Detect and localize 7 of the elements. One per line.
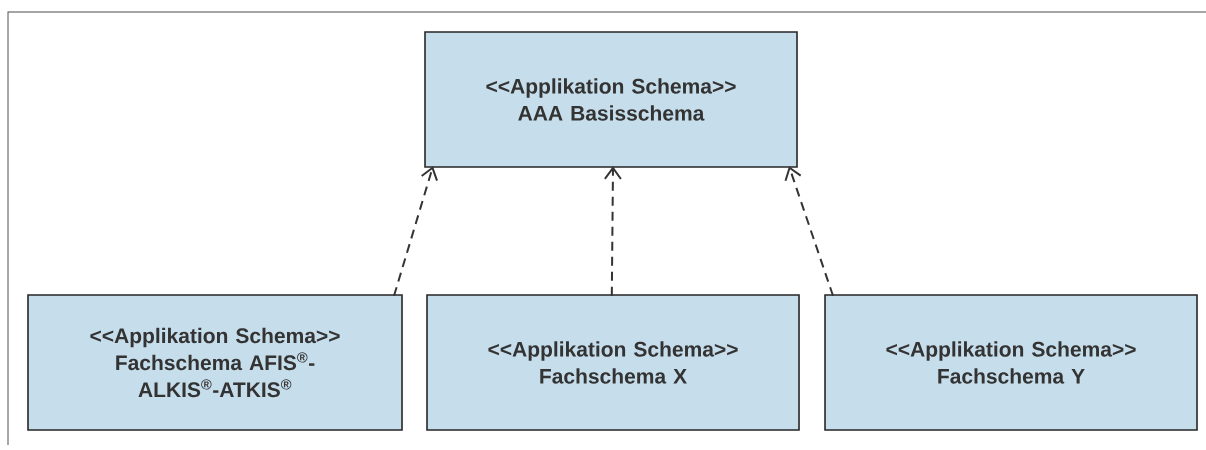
class-box: <<Applikation Schema>> Fachschema Y: [824, 294, 1198, 431]
class-box: <<Applikation Schema>> AAA Basisschema: [424, 31, 798, 168]
dependency-arrow: [393, 166, 438, 297]
dependency-arrow: [784, 166, 834, 297]
class-box: <<Applikation Schema>> Fachschema X: [426, 294, 800, 431]
dependency-arrow: [603, 166, 622, 297]
class-box: <<Applikation Schema>> Fachschema AFIS$^{®}$-ALKIS$^{®}$-ATKIS$^{®}$: [27, 294, 403, 431]
